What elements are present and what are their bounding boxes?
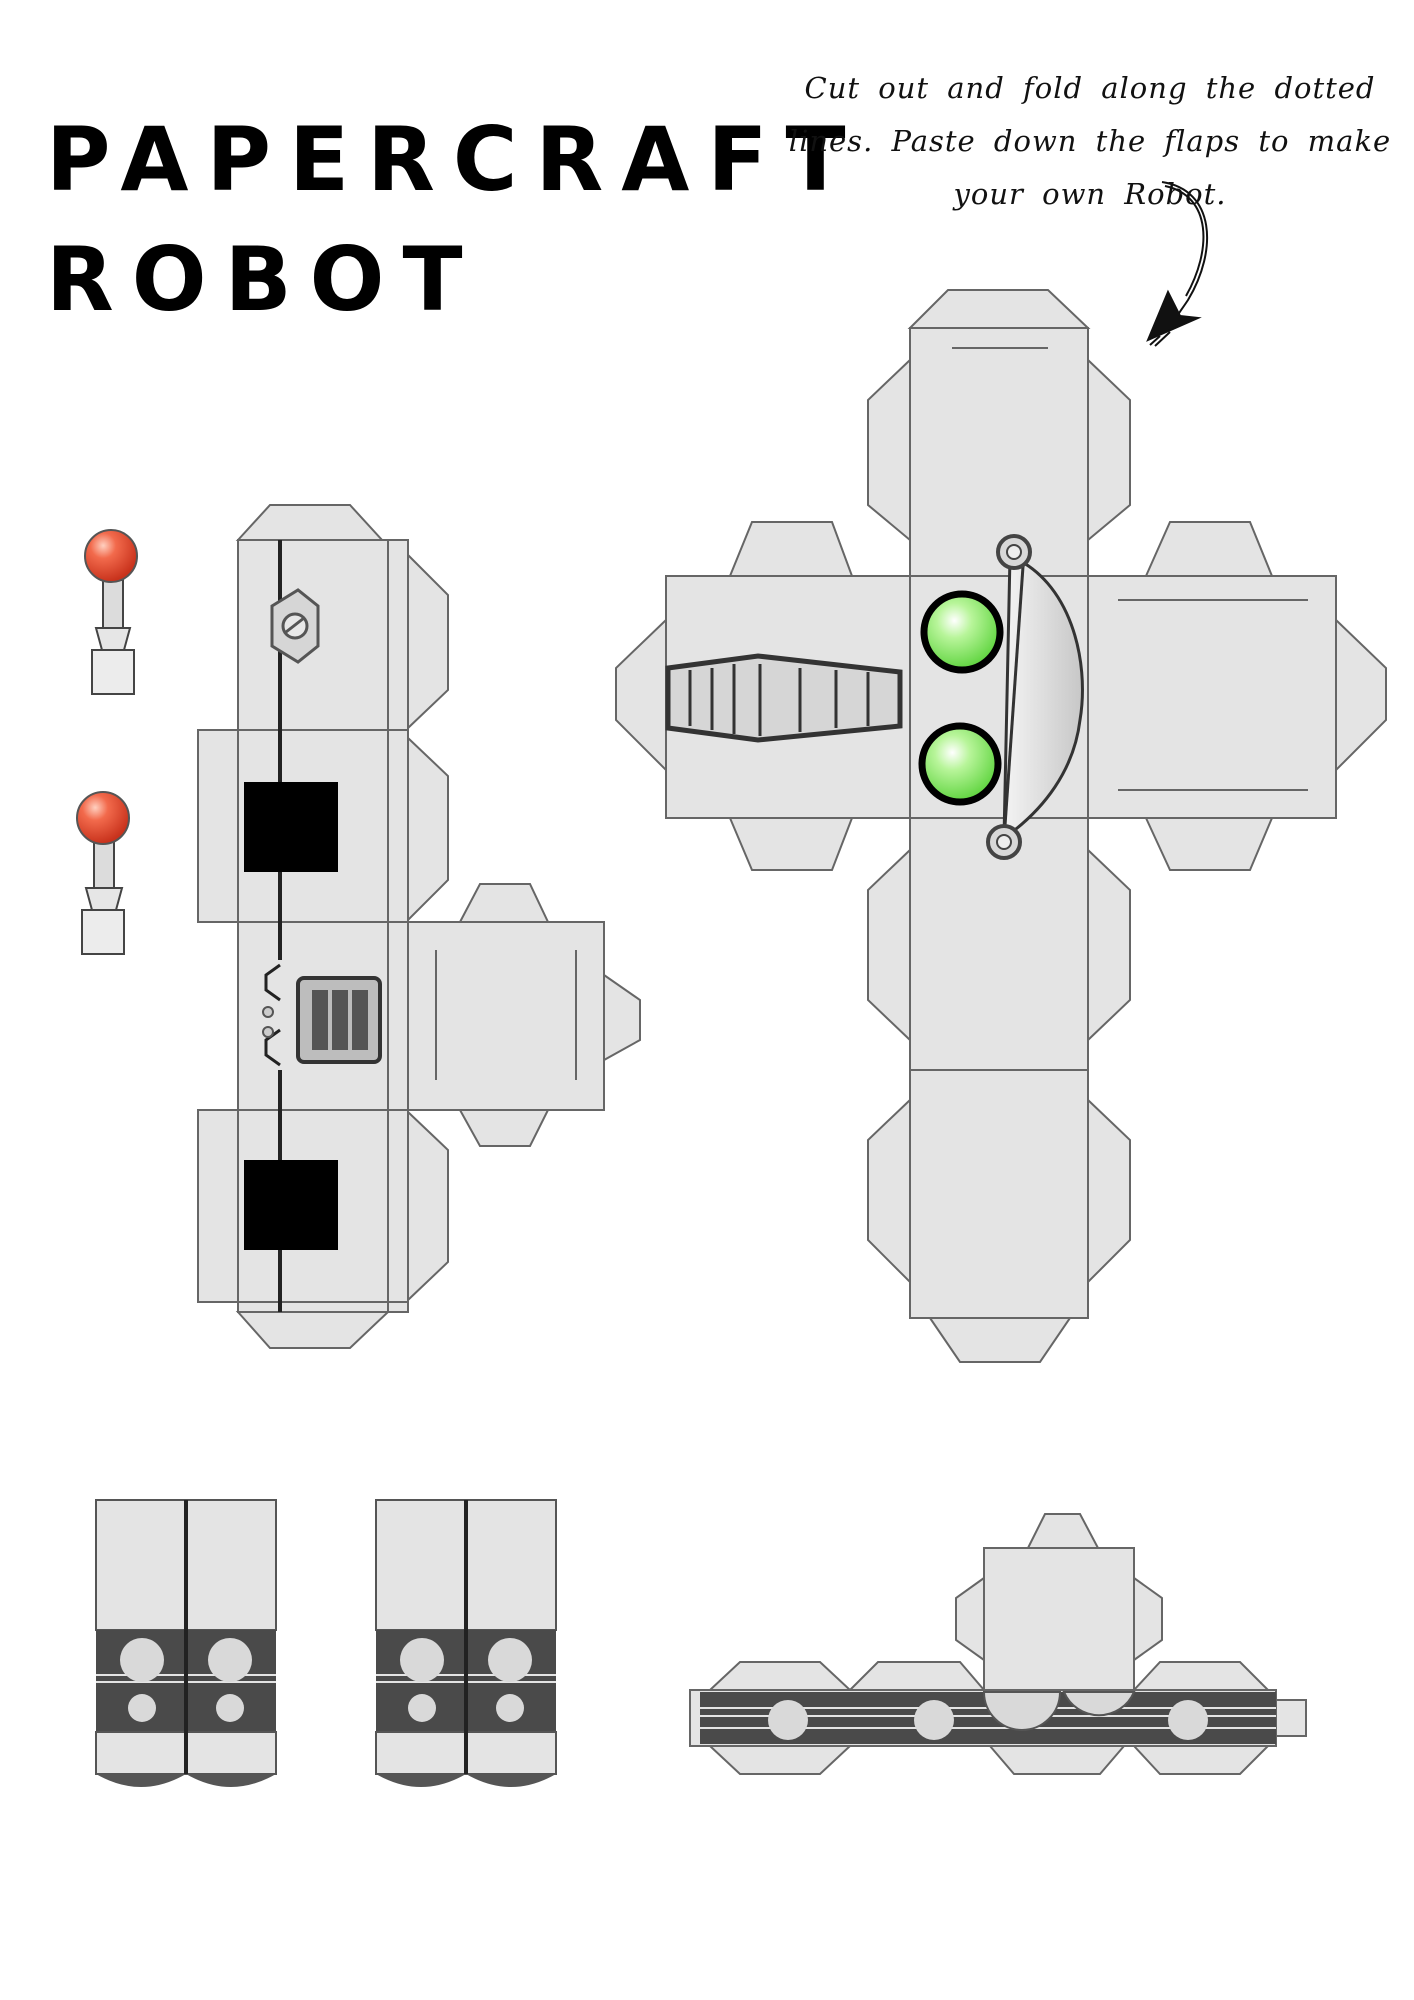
leg-template-right bbox=[375, 1499, 557, 1787]
leg-template-left bbox=[95, 1499, 277, 1787]
page-title: PAPERCRAFT ROBOT bbox=[46, 100, 863, 340]
body-details bbox=[244, 540, 382, 1312]
antenna-left-1 bbox=[84, 529, 138, 695]
title-line-1: PAPERCRAFT bbox=[46, 108, 864, 211]
mouth-grille-icon bbox=[665, 653, 903, 743]
title-line-2: ROBOT bbox=[46, 228, 481, 331]
body-template bbox=[197, 504, 641, 1349]
curved-arrow-icon bbox=[1146, 181, 1209, 347]
antenna-ball-icon bbox=[84, 529, 138, 583]
green-eye-icon bbox=[918, 722, 1002, 806]
green-eye-icon bbox=[920, 590, 1004, 674]
head-details bbox=[665, 534, 1084, 860]
antenna-ball-icon bbox=[76, 791, 130, 845]
neck-details bbox=[700, 1691, 1276, 1744]
instructions-text: Cut out and fold along the dotted lines.… bbox=[788, 71, 1392, 211]
antenna-left-2 bbox=[76, 791, 130, 955]
